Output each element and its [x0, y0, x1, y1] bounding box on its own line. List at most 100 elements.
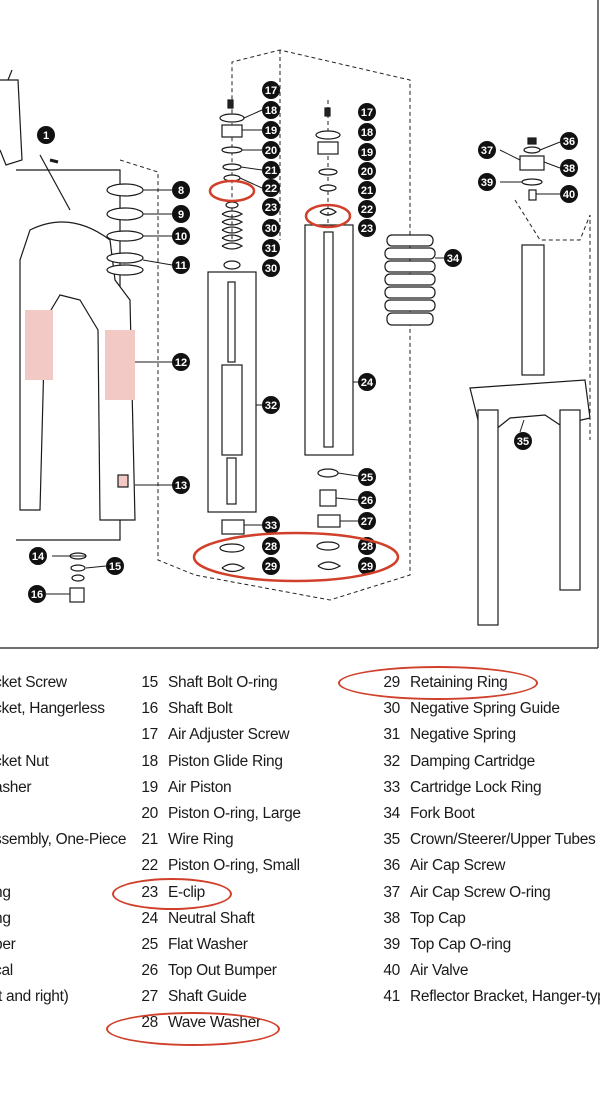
leader-lines	[46, 109, 561, 595]
svg-text:29: 29	[265, 561, 277, 573]
callout-23-b: 23	[358, 219, 376, 237]
callout-10: 10	[172, 227, 190, 245]
svg-text:22: 22	[361, 204, 373, 216]
callout-11: 11	[172, 256, 190, 274]
callout-13: 13	[172, 476, 190, 494]
shaft-bolt-parts	[69, 552, 87, 603]
callout-30-a: 30	[262, 219, 280, 237]
svg-text:24: 24	[361, 377, 374, 389]
callout-21-b: 21	[358, 181, 376, 199]
svg-text:39: 39	[481, 177, 493, 189]
svg-text:33: 33	[265, 520, 277, 532]
callout-19-a: 19	[262, 121, 280, 139]
legend-item: ssembly, One-Piece	[0, 831, 127, 849]
svg-text:23: 23	[361, 223, 373, 235]
legend-item	[0, 722, 126, 748]
svg-text:1: 1	[43, 130, 49, 142]
svg-text:11: 11	[175, 260, 187, 272]
svg-text:9: 9	[178, 209, 184, 221]
callout-9: 9	[172, 205, 190, 223]
svg-text:17: 17	[265, 85, 277, 97]
callout-39: 39	[478, 173, 496, 191]
callout-29-b: 29	[358, 557, 376, 575]
svg-text:30: 30	[265, 263, 277, 275]
exploded-fork-diagram: 1 8 9 10 11 12 13 14 15 16 17 18 19 20 2…	[0, 0, 599, 649]
legend-item: ng	[0, 909, 11, 927]
svg-text:40: 40	[563, 189, 575, 201]
callout-18-a: 18	[262, 101, 280, 119]
callout-19-b: 19	[358, 143, 376, 161]
diagram-frame	[0, 0, 599, 649]
svg-text:19: 19	[265, 125, 277, 137]
air-piston-stack	[219, 99, 245, 270]
seal-stack	[106, 183, 144, 276]
svg-text:36: 36	[563, 136, 575, 148]
svg-text:23: 23	[265, 202, 277, 214]
svg-text:8: 8	[178, 185, 184, 197]
highlight-wave-washer-retaining-ring	[192, 531, 400, 583]
legend-item: ng	[0, 883, 11, 901]
callout-8: 8	[172, 181, 190, 199]
callout-20-a: 20	[262, 141, 280, 159]
callout-17-a: 17	[262, 81, 280, 99]
svg-text:18: 18	[361, 127, 373, 139]
callout-29-a: 29	[262, 557, 280, 575]
callout-36: 36	[560, 132, 578, 150]
legend-item: ft and right)	[0, 988, 69, 1006]
svg-text:18: 18	[265, 105, 277, 117]
legend-item: cket Nut	[0, 752, 49, 770]
legend-item: per	[0, 935, 16, 953]
top-cap-parts	[519, 137, 545, 201]
svg-text:34: 34	[447, 253, 460, 265]
svg-text:28: 28	[265, 541, 277, 553]
svg-text:32: 32	[265, 400, 277, 412]
svg-text:20: 20	[265, 145, 277, 157]
callout-26: 26	[358, 491, 376, 509]
svg-text:21: 21	[361, 185, 373, 197]
legend-item: asher	[0, 778, 32, 796]
callout-12: 12	[172, 353, 190, 371]
svg-text:19: 19	[361, 147, 373, 159]
callout-38: 38	[560, 159, 578, 177]
svg-text:20: 20	[361, 166, 373, 178]
callout-25: 25	[358, 468, 376, 486]
fork-boot	[384, 234, 436, 326]
svg-text:25: 25	[361, 472, 373, 484]
callout-21-a: 21	[262, 161, 280, 179]
callout-1: 1	[37, 126, 55, 144]
callout-28-a: 28	[262, 537, 280, 555]
svg-text:29: 29	[361, 561, 373, 573]
svg-text:30: 30	[265, 223, 277, 235]
svg-text:38: 38	[563, 163, 575, 175]
svg-text:35: 35	[517, 436, 529, 448]
svg-text:16: 16	[31, 589, 43, 601]
callout-31: 31	[262, 239, 280, 257]
svg-text:27: 27	[361, 516, 373, 528]
svg-text:28: 28	[361, 541, 373, 553]
legend-column-1: cket Screw cket, Hangerless cket Nut ash…	[0, 670, 126, 1037]
svg-text:31: 31	[265, 243, 277, 255]
svg-text:22: 22	[265, 183, 277, 195]
svg-text:13: 13	[175, 480, 187, 492]
svg-text:26: 26	[361, 495, 373, 507]
callout-40: 40	[560, 185, 578, 203]
legend-item: cal	[0, 962, 13, 980]
callout-markers: 1 8 9 10 11 12 13 14 15 16 17 18 19 20 2…	[28, 81, 578, 603]
